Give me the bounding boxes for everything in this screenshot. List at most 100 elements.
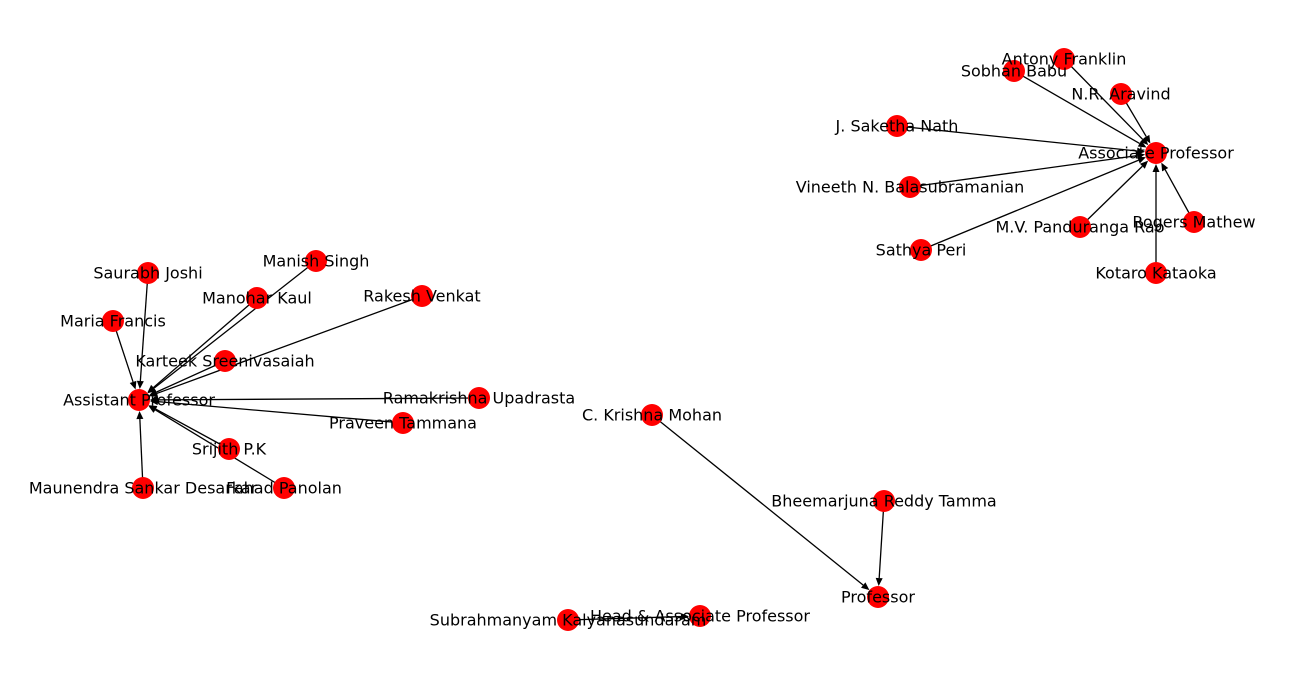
- edge-line: [1079, 165, 1143, 228]
- edge-antony_franklin-to-associate_professor: [1063, 58, 1149, 146]
- edge-line: [157, 401, 404, 424]
- node-ramakrishna_upadrasta: [468, 387, 490, 409]
- edge-kotaro_kataoka-to-associate_professor: [1152, 164, 1160, 273]
- edge-line: [651, 414, 864, 586]
- arrowhead-icon: [136, 410, 144, 420]
- edge-bheemarjuna_reddy_tamma-to-professor: [875, 500, 885, 587]
- edge-subrahmanyam_kalyanasundaram-to-head_associate_professor: [567, 613, 690, 621]
- arrowhead-icon: [136, 380, 144, 390]
- arrowhead-icon: [1139, 160, 1149, 169]
- node-label-head_associate_professor: Head & Associate Professor: [590, 607, 810, 626]
- edge-line: [896, 125, 1138, 152]
- arrowhead-icon: [149, 388, 158, 396]
- node-antony_franklin: [1053, 48, 1075, 70]
- edge-praveen_tammana-to-assistant_professor: [149, 398, 404, 424]
- node-label-antony_franklin: Antony Franklin: [1002, 50, 1127, 69]
- node-manohar_kaul: [246, 287, 268, 309]
- node-nr_aravind: [1110, 83, 1132, 105]
- node-kotaro_kataoka: [1145, 262, 1167, 284]
- node-maria_francis: [102, 310, 124, 332]
- node-rakesh_venkat: [411, 285, 433, 307]
- node-fahad_panolan: [273, 477, 295, 499]
- node-subrahmanyam_kalyanasundaram: [557, 609, 579, 631]
- arrowhead-icon: [129, 380, 137, 390]
- node-associate_professor: [1145, 142, 1167, 164]
- node-label-ramakrishna_upadrasta: Ramakrishna Upadrasta: [383, 389, 575, 408]
- edge-line: [157, 397, 480, 401]
- edge-line: [909, 154, 1138, 188]
- edge-line: [1063, 58, 1144, 140]
- node-assistant_professor: [128, 389, 150, 411]
- arrowhead-icon: [1137, 140, 1147, 148]
- node-label-subrahmanyam_kalyanasundaram: Subrahmanyam Kalyanasundaram: [430, 611, 707, 630]
- edge-line: [1013, 70, 1140, 145]
- node-praveen_tammana: [392, 412, 414, 434]
- edge-line: [156, 360, 226, 393]
- edge-rakesh_venkat-to-assistant_professor: [149, 295, 423, 397]
- arrowhead-icon: [1143, 134, 1151, 144]
- node-label-sobhan_babu: Sobhan Babu: [961, 62, 1067, 81]
- nodes-layer: [102, 48, 1205, 631]
- arrowhead-icon: [148, 405, 158, 413]
- arrowhead-icon: [875, 577, 883, 587]
- node-professor: [867, 586, 889, 608]
- edge-line: [139, 272, 149, 382]
- edge-line: [156, 295, 423, 395]
- edge-line: [878, 500, 885, 579]
- edge-line: [153, 260, 317, 389]
- node-saurabh_joshi: [137, 262, 159, 284]
- edge-line: [567, 615, 682, 621]
- arrowhead-icon: [680, 613, 690, 621]
- arrowhead-icon: [1140, 136, 1149, 146]
- node-label-assistant_professor: Assistant Professor: [63, 391, 215, 410]
- arrowhead-icon: [1161, 162, 1169, 172]
- node-vineeth_n_balasubramanian: [899, 176, 921, 198]
- node-label-rogers_mathew: Rogers Mathew: [1132, 213, 1255, 232]
- node-label-manish_singh: Manish Singh: [263, 252, 370, 271]
- edge-mv_panduranga_rao-to-associate_professor: [1079, 160, 1149, 228]
- node-manish_singh: [305, 250, 327, 272]
- node-label-fahad_panolan: Fahad Panolan: [226, 479, 342, 498]
- edges-layer: [112, 58, 1195, 621]
- node-sobhan_babu: [1003, 60, 1025, 82]
- node-label-maria_francis: Maria Francis: [60, 312, 166, 331]
- node-c_krishna_mohan: [641, 404, 663, 426]
- node-label-c_krishna_mohan: C. Krishna Mohan: [582, 406, 722, 425]
- node-label-bheemarjuna_reddy_tamma: Bheemarjuna Reddy Tamma: [771, 492, 996, 511]
- edge-maunendra_sankar_desarkar-to-assistant_professor: [136, 410, 144, 489]
- edge-line: [152, 297, 258, 389]
- node-label-kotaro_kataoka: Kotaro Kataoka: [1095, 264, 1216, 283]
- arrowhead-icon: [861, 582, 870, 591]
- node-label-maunendra_sankar_desarkar: Maunendra Sankar Desarkar: [29, 479, 258, 498]
- edge-c_krishna_mohan-to-professor: [651, 414, 870, 591]
- node-label-vineeth_n_balasubramanian: Vineeth N. Balasubramanian: [796, 178, 1024, 197]
- edge-sobhan_babu-to-associate_professor: [1013, 70, 1147, 148]
- node-srijith_pk: [218, 438, 240, 460]
- node-label-sathya_peri: Sathya Peri: [876, 241, 967, 260]
- edge-line: [155, 408, 230, 450]
- labels-layer: Assistant Professor Associate ProfessorPr…: [29, 50, 1256, 630]
- arrowhead-icon: [1137, 157, 1146, 164]
- node-label-associate_professor: Associate Professor: [1078, 144, 1234, 163]
- edge-line: [139, 418, 144, 489]
- edge-saurabh_joshi-to-assistant_professor: [136, 272, 149, 390]
- node-label-srijith_pk: Srijith P.K: [192, 440, 267, 459]
- edge-line: [920, 159, 1139, 251]
- node-label-nr_aravind: N.R. Aravind: [1071, 85, 1170, 104]
- node-label-karteek_sreenivasaiah: Karteek Sreenivasaiah: [135, 352, 314, 371]
- arrowhead-icon: [149, 398, 159, 406]
- node-sathya_peri: [910, 239, 932, 261]
- arrowhead-icon: [1152, 164, 1160, 172]
- node-head_associate_professor: [689, 605, 711, 627]
- node-mv_panduranga_rao: [1069, 216, 1091, 238]
- node-label-saurabh_joshi: Saurabh Joshi: [93, 264, 202, 283]
- node-bheemarjuna_reddy_tamma: [873, 490, 895, 512]
- edge-karteek_sreenivasaiah-to-assistant_professor: [149, 360, 226, 396]
- node-label-rakesh_venkat: Rakesh Venkat: [363, 287, 480, 306]
- edge-sathya_peri-to-associate_professor: [920, 157, 1146, 251]
- node-label-mv_panduranga_rao: M.V. Panduranga Rao: [995, 218, 1164, 237]
- node-maunendra_sankar_desarkar: [132, 477, 154, 499]
- node-label-professor: Professor: [841, 588, 915, 607]
- node-label-manohar_kaul: Manohar Kaul: [202, 289, 312, 308]
- node-j_saketha_nath: [886, 115, 908, 137]
